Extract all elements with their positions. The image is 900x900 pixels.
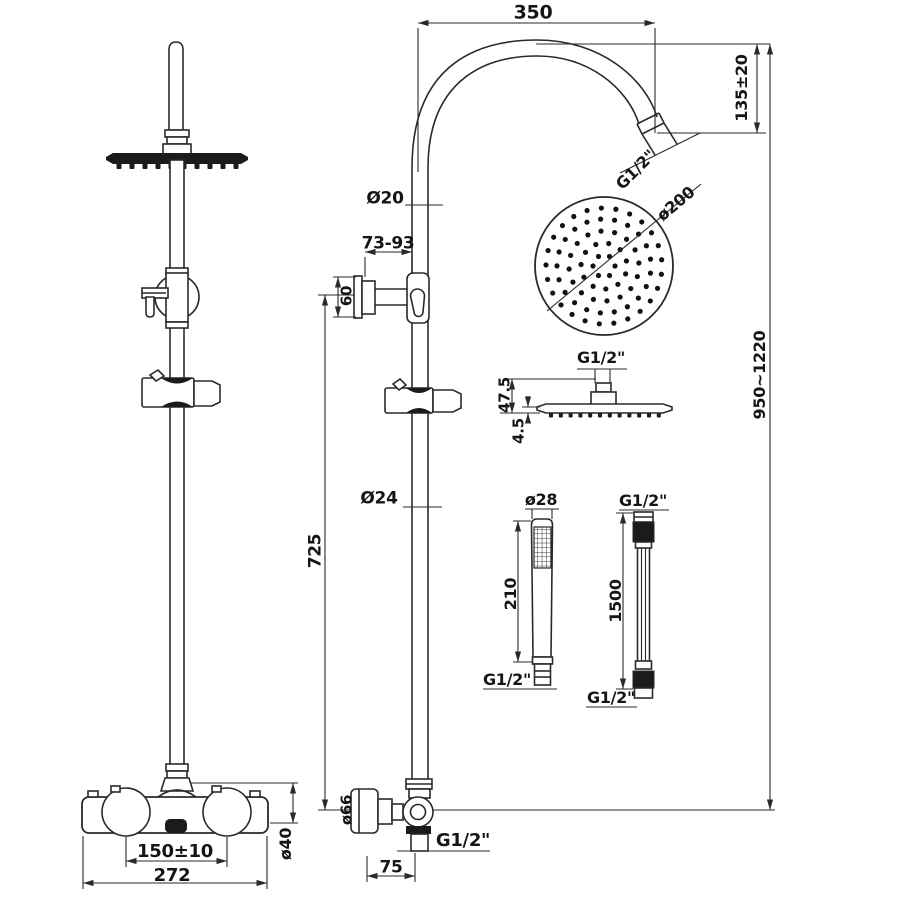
dim-350-label: 350 [513,1,553,24]
valve-body-diameter-label: ø40 [276,827,295,861]
head-face-detail [534,183,702,336]
dim-950-1220-label: 950~1220 [750,330,769,420]
dim-73-93-label: 73-93 [361,233,415,254]
valve-diameter-label: ø66 [337,794,356,826]
side-view [318,19,775,882]
pipe-diameter-20-label: Ø20 [366,188,404,209]
front-view [81,41,298,889]
handshower-diameter-label: ø28 [524,490,558,509]
dim-272-label: 272 [153,865,191,886]
outlet-thread-label: G1/2" [435,830,491,851]
hose-detail [586,509,669,708]
head-profile-detail [500,368,673,424]
dim-60-label: 60 [337,285,356,307]
dim-4-5-label: 4.5 [509,418,528,444]
dim-47-5-label: 47.5 [495,377,514,413]
hose-bottom-thread-label: G1/2" [586,688,636,707]
pipe-diameter-24-label: Ø24 [360,488,398,509]
head-spray-nozzle-dots [543,205,665,327]
dim-75-label: 75 [379,857,403,878]
dim-1500-label: 1500 [606,579,625,623]
dim-150-label: 150±10 [137,841,213,862]
handshower-thread-label: G1/2" [482,670,532,689]
profile-head-nozzles [549,413,661,418]
head-thread-label: G1/2" [576,348,626,367]
hose-top-thread-label: G1/2" [618,491,668,510]
dim-210-label: 210 [501,577,520,611]
handshower-detail [483,508,559,690]
dim-135-label: 135±20 [732,54,751,122]
dim-725-label: 725 [305,533,326,569]
